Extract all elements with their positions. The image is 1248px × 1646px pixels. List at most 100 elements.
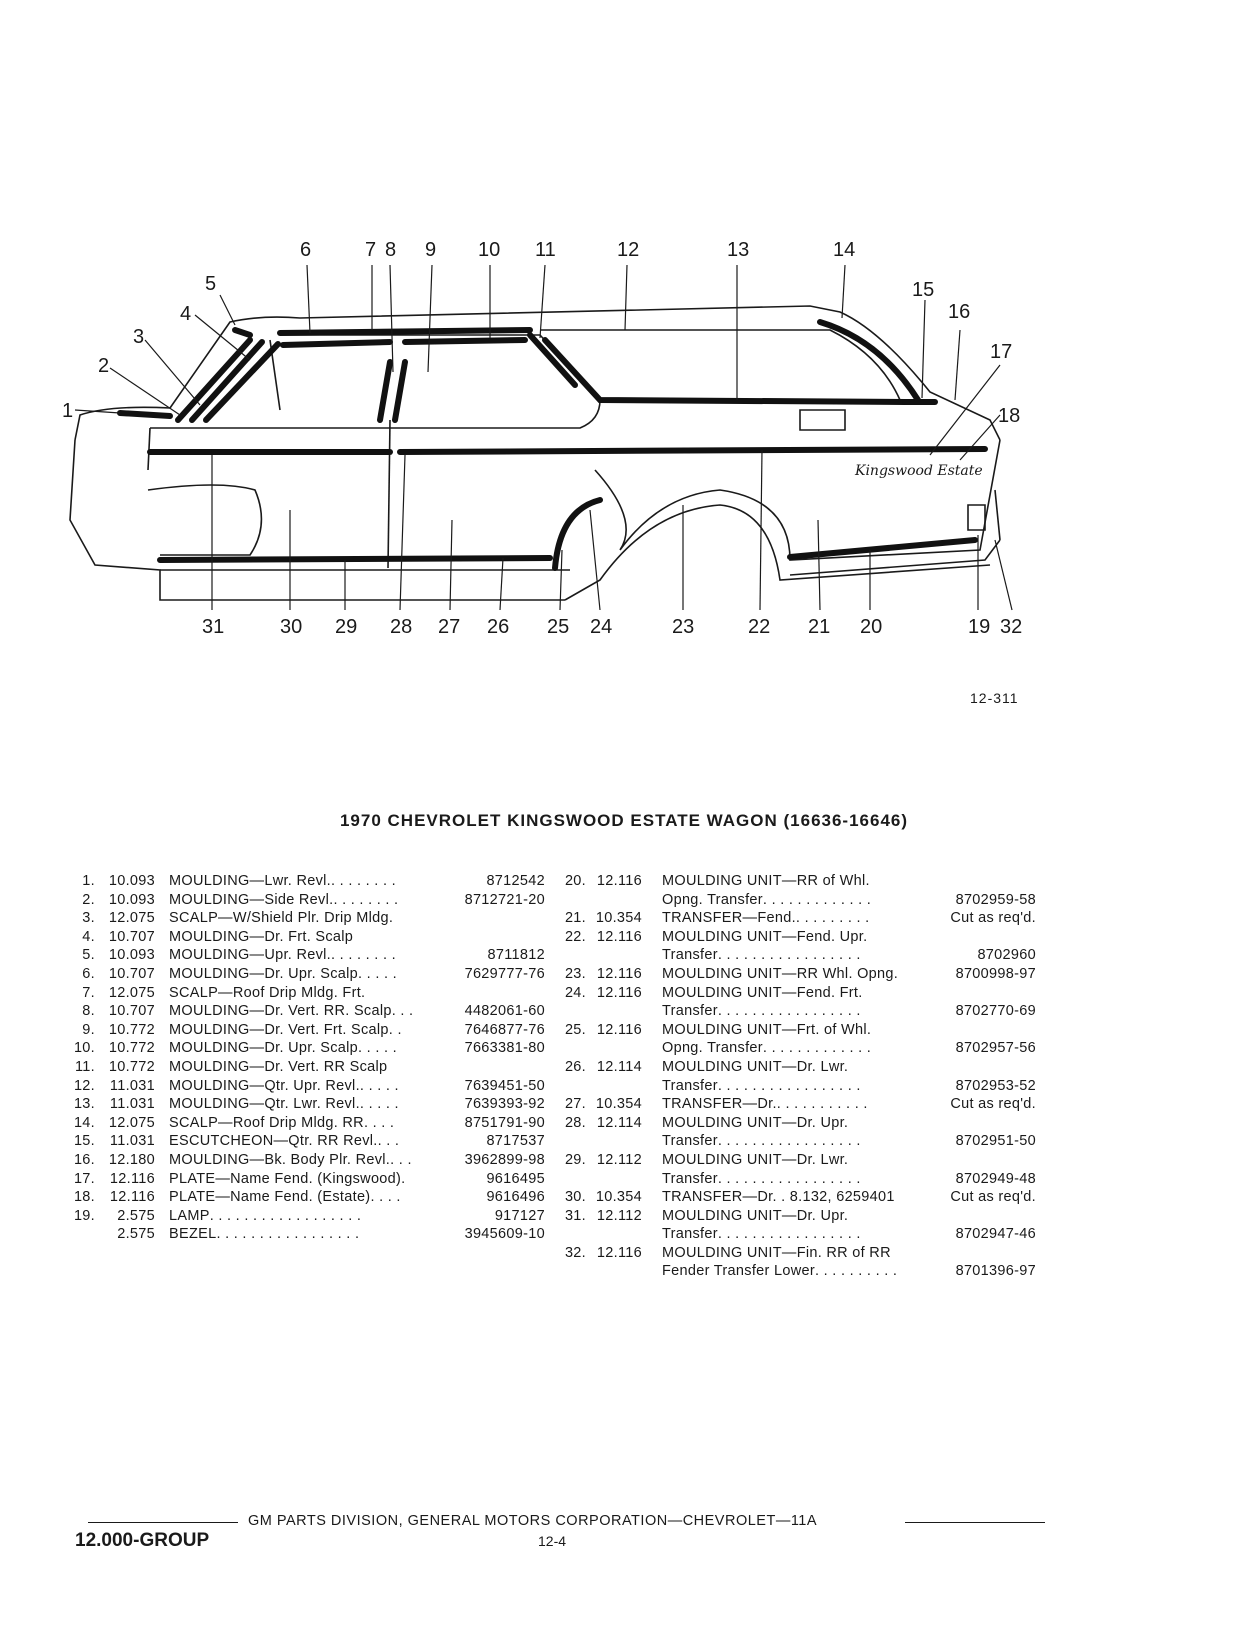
group-code: 12.114 xyxy=(596,1114,642,1131)
svg-text:30: 30 xyxy=(280,616,302,638)
dot-leader: . . . . . . . . xyxy=(331,873,396,889)
part-description: PLATE—Name Fend. (Kingswood) xyxy=(169,1170,402,1187)
svg-text:15: 15 xyxy=(912,279,934,301)
svg-text:10: 10 xyxy=(478,239,500,261)
svg-text:12: 12 xyxy=(617,239,639,261)
group-code: 12.116 xyxy=(596,965,642,982)
group-code xyxy=(586,1132,662,1151)
group-code: 10.772 xyxy=(108,1058,155,1075)
part-number: 917127 xyxy=(494,1207,545,1224)
callout-numbers: 1 2 3 4 5 6 7 8 9 10 11 12 13 14 15 16 1… xyxy=(62,239,1022,638)
parts-row: Fender Transfer Lower . . . . . . . . . … xyxy=(556,1262,1036,1281)
svg-text:7: 7 xyxy=(365,239,376,261)
part-number: 3945609-10 xyxy=(464,1226,545,1243)
dot-leader: . . . . . . . . . . . . . xyxy=(762,891,872,908)
part-description: MOULDING UNIT—RR Whl. Opng. xyxy=(662,965,899,982)
svg-text:9: 9 xyxy=(425,239,436,261)
dot-leader xyxy=(863,984,1036,1003)
group-code: 2.575 xyxy=(117,1207,155,1224)
part-description: TRANSFER—Dr. xyxy=(662,1096,777,1113)
part-number: 9616495 xyxy=(486,1170,545,1187)
group-code: 12.116 xyxy=(596,928,642,945)
dot-leader: . . . . . . . . . . . . . . . . . xyxy=(717,1077,861,1094)
part-description: Transfer xyxy=(662,947,718,964)
dot-leader: . . . . . . . . . . . xyxy=(776,1096,868,1113)
svg-text:3: 3 xyxy=(133,326,144,348)
part-number-index: 6. xyxy=(82,965,95,982)
part-description: MOULDING—Qtr. Upr. Revl. xyxy=(169,1077,360,1094)
part-number: 8702959-58 xyxy=(955,891,1036,908)
part-number: 8702951-50 xyxy=(955,1133,1036,1150)
dot-leader xyxy=(848,1207,1036,1226)
part-description: Transfer xyxy=(662,1170,718,1187)
part-description: MOULDING UNIT—Dr. Lwr. xyxy=(662,1151,849,1168)
svg-text:31: 31 xyxy=(202,616,224,638)
group-code xyxy=(586,1262,662,1281)
kingswood-estate-script: Kingswood Estate xyxy=(854,463,983,479)
part-description: MOULDING UNIT—Fin. RR of RR xyxy=(662,1244,891,1261)
part-number: Cut as req'd. xyxy=(950,1096,1036,1113)
dot-leader: . . . . . xyxy=(359,1096,399,1113)
dot-leader: . . . xyxy=(391,1003,414,1020)
part-description: MOULDING UNIT—Fend. Frt. xyxy=(662,984,863,1001)
part-number-index: 3. xyxy=(82,910,95,927)
group-code: 10.707 xyxy=(108,965,155,982)
dot-leader xyxy=(848,1151,1036,1170)
dot-leader xyxy=(891,1244,1036,1263)
group-code: 12.116 xyxy=(109,1189,155,1206)
part-number: 8702953-52 xyxy=(955,1077,1036,1094)
part-number-index: 19. xyxy=(73,1207,95,1224)
part-number-index: 17. xyxy=(73,1170,95,1187)
part-number-index: 24. xyxy=(564,984,586,1001)
parts-row: Transfer . . . . . . . . . . . . . . . .… xyxy=(556,946,1036,965)
part-description: MOULDING UNIT—RR of Whl. xyxy=(662,873,870,889)
part-description: Transfer xyxy=(662,1077,718,1094)
part-number: Cut as req'd. xyxy=(950,1189,1036,1206)
svg-text:25: 25 xyxy=(547,616,569,638)
part-description: MOULDING—Dr. Upr. Scalp xyxy=(169,1040,358,1057)
part-number: 7639393-92 xyxy=(464,1096,545,1113)
part-number: Cut as req'd. xyxy=(950,910,1036,927)
part-number-index: 8. xyxy=(82,1003,95,1020)
group-code: 12.116 xyxy=(596,984,642,1001)
part-description: PLATE—Name Fend. (Estate) xyxy=(169,1189,371,1206)
footer-rule-left xyxy=(88,1522,238,1523)
part-description: Transfer xyxy=(662,1133,718,1150)
part-number-index: 2. xyxy=(82,891,95,908)
dot-leader: . . . . . . . . . . . . . . . . . xyxy=(216,1226,360,1243)
svg-text:16: 16 xyxy=(948,301,970,323)
group-code: 10.772 xyxy=(108,1021,155,1038)
group-code: 10.707 xyxy=(108,928,155,945)
svg-text:32: 32 xyxy=(1000,616,1022,638)
part-description: MOULDING UNIT—Frt. of Whl. xyxy=(662,1021,872,1038)
part-number-index: 27. xyxy=(564,1096,586,1113)
part-number-index: 29. xyxy=(564,1151,586,1168)
group-code: 12.114 xyxy=(596,1058,642,1075)
part-number-index xyxy=(556,1039,586,1058)
svg-text:2: 2 xyxy=(98,355,109,377)
parts-row: Transfer . . . . . . . . . . . . . . . .… xyxy=(556,1170,1036,1189)
group-code: 10.772 xyxy=(108,1040,155,1057)
parts-row: Opng. Transfer . . . . . . . . . . . . .… xyxy=(556,1039,1036,1058)
group-code: 12.116 xyxy=(596,1021,642,1038)
group-code xyxy=(586,891,662,910)
group-code: 10.354 xyxy=(595,1189,642,1206)
part-number: 4482061-60 xyxy=(464,1003,545,1020)
dot-leader: . . . . xyxy=(363,1114,395,1131)
group-code: 10.707 xyxy=(108,1003,155,1020)
group-code xyxy=(586,1170,662,1189)
part-description: BEZEL xyxy=(169,1226,217,1243)
part-number: 8711812 xyxy=(487,947,545,964)
svg-text:27: 27 xyxy=(438,616,460,638)
car-side-diagram: Kingswood Estate 1 xyxy=(62,239,1022,638)
